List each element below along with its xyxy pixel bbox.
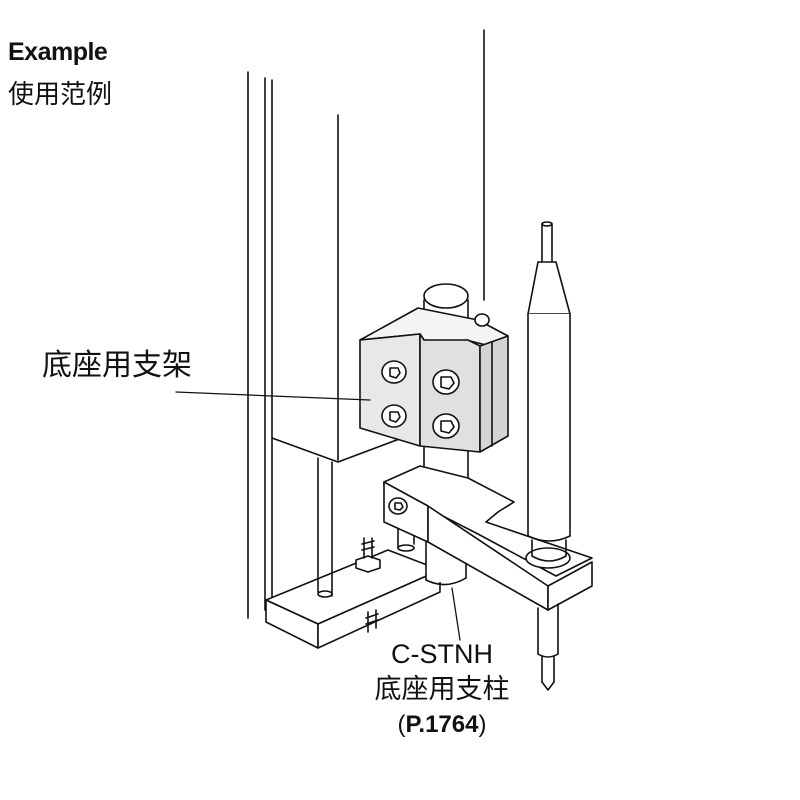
base-bracket-label: 底座用支架	[42, 348, 192, 383]
base-bracket	[359, 307, 509, 453]
probe-pin	[527, 221, 571, 691]
leader-lines	[175, 391, 461, 641]
base-plate	[265, 549, 441, 649]
hex-nut	[355, 537, 381, 573]
post-leader	[451, 587, 461, 641]
post-part-code: C-STNH	[391, 639, 493, 669]
post-label-block: C-STNH 底座用支柱 (P.1764)	[362, 636, 522, 742]
example-title-cn: 使用范例	[8, 80, 113, 110]
post-part-name: 底座用支柱	[374, 674, 510, 705]
clamp-arm	[383, 465, 593, 611]
base-bracket-leader	[175, 391, 371, 401]
post-page-ref: (P.1764)	[397, 711, 487, 738]
example-title: Example	[8, 38, 108, 66]
